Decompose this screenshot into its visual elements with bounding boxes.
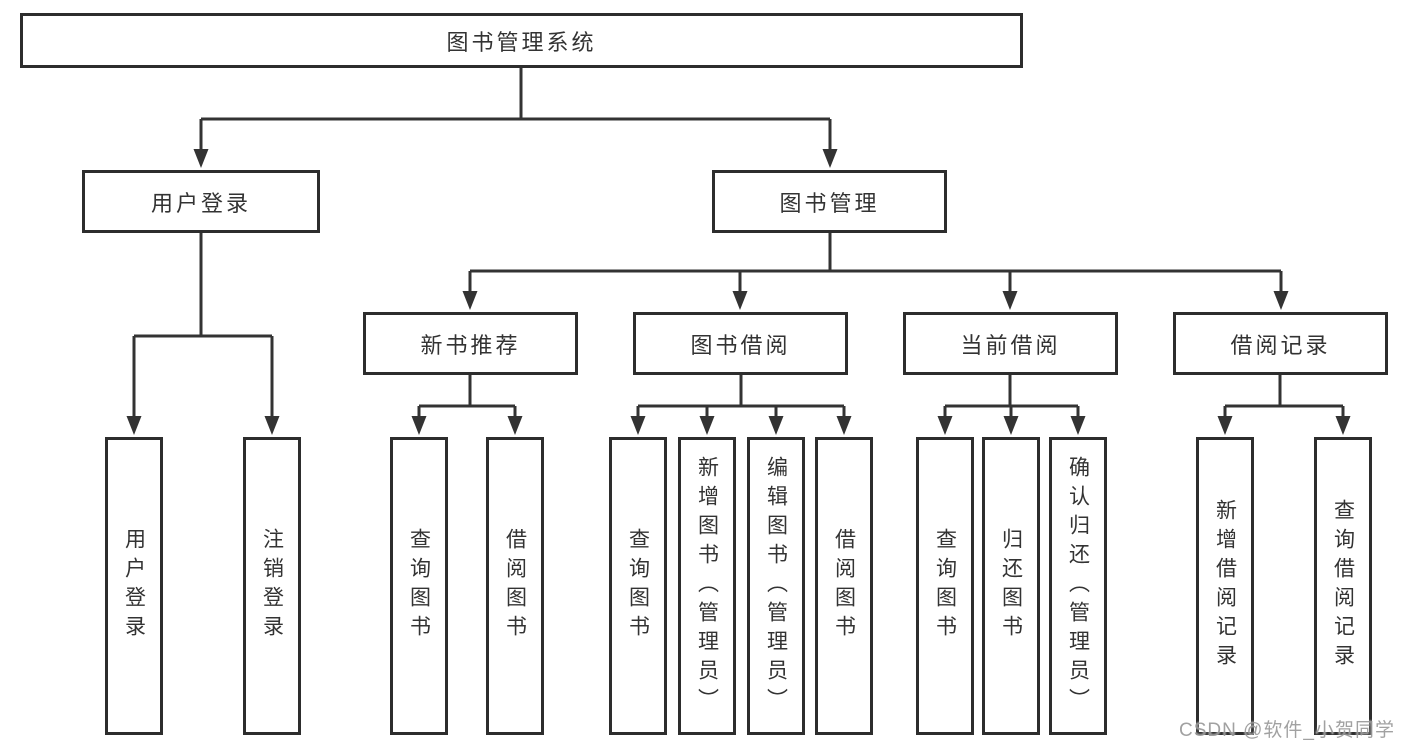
leaf-query-books-current: 查询图书 — [916, 437, 974, 735]
leaf-add-book-admin: 新增图书（管理员） — [678, 437, 736, 735]
node-root-library-management-system: 图书管理系统 — [20, 13, 1023, 68]
leaf-borrow-books-borrowing: 借阅图书 — [815, 437, 873, 735]
node-book-management: 图书管理 — [712, 170, 947, 233]
leaf-query-books-recommend: 查询图书 — [390, 437, 448, 735]
node-new-book-recommendation: 新书推荐 — [363, 312, 578, 375]
leaf-logout: 注销登录 — [243, 437, 301, 735]
leaf-borrow-books-recommend: 借阅图书 — [486, 437, 544, 735]
node-current-borrowing: 当前借阅 — [903, 312, 1118, 375]
leaf-return-books: 归还图书 — [982, 437, 1040, 735]
node-borrowing-records: 借阅记录 — [1173, 312, 1388, 375]
leaf-query-books-borrowing: 查询图书 — [609, 437, 667, 735]
leaf-user-login: 用户登录 — [105, 437, 163, 735]
leaf-edit-book-admin: 编辑图书（管理员） — [747, 437, 805, 735]
leaf-confirm-return-admin: 确认归还（管理员） — [1049, 437, 1107, 735]
leaf-add-borrow-record: 新增借阅记录 — [1196, 437, 1254, 735]
leaf-query-borrow-record: 查询借阅记录 — [1314, 437, 1372, 735]
csdn-watermark: CSDN @软件_小贺同学 — [1179, 720, 1395, 741]
node-user-login: 用户登录 — [82, 170, 320, 233]
node-book-borrowing: 图书借阅 — [633, 312, 848, 375]
